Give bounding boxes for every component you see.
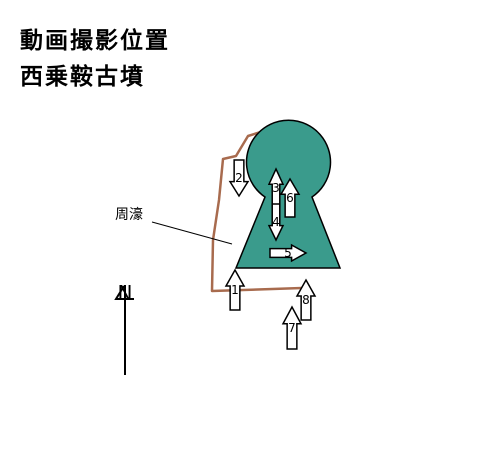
camera-number-label: 4 [272,215,280,229]
camera-number-label: 2 [235,171,243,185]
camera-position-1: 1 [224,268,246,311]
camera-arrow [224,268,246,311]
camera-number-label: 5 [284,246,292,260]
camera-number-label: 1 [231,283,239,297]
map-subtitle: 西乗鞍古墳 [20,63,145,90]
camera-arrow [295,278,317,321]
camera-number-label: 8 [302,293,310,307]
camera-position-4: 4 [267,203,285,242]
north-arrow: N [114,281,134,375]
camera-arrow [281,305,303,350]
moat-label: 周濠 [115,206,143,223]
camera-position-8: 8 [295,278,317,321]
camera-position-6: 6 [279,177,301,218]
camera-number-label: 7 [288,321,296,335]
map-title: 動画撮影位置 [20,27,170,54]
camera-arrow [228,159,250,198]
camera-arrow [279,177,301,218]
camera-arrow [269,243,308,263]
moat-outline [210,122,303,293]
camera-number-label: 3 [272,181,280,195]
moat-leader-line [151,221,233,245]
camera-position-5: 5 [269,243,308,263]
camera-arrow [267,203,285,242]
north-arrow-mark [114,285,134,300]
camera-position-2: 2 [228,159,250,198]
camera-position-7: 7 [281,305,303,350]
camera-number-label: 6 [286,191,294,205]
